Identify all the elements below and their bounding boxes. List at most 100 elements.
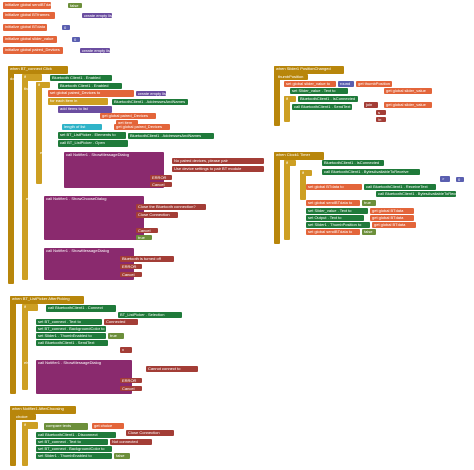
receive-text[interactable]: call BluetoothClient1 . ReceiveText — [364, 184, 436, 190]
choice-param[interactable]: choice — [14, 414, 36, 420]
global-BTframes-block[interactable]: initialize global BTframes — [3, 12, 55, 19]
global-paired_Devices-block[interactable]: initialize global paired_Devices — [3, 47, 63, 54]
show-message-dialog[interactable]: call Notifier1 . ShowMessageDialog — [36, 360, 132, 394]
get-btdata[interactable]: get global BTdata — [370, 215, 414, 221]
false-value[interactable]: false — [68, 3, 82, 8]
error-text[interactable]: ERROR — [150, 175, 172, 180]
show-choose-dialog[interactable]: call Notifier1 . ShowChooseDialog — [44, 196, 144, 240]
set-bg-color[interactable]: set BT_connect . BackgroundColor to — [36, 326, 106, 332]
create-empty-list[interactable]: create empty list — [136, 91, 168, 96]
set-output[interactable]: set Output . Text to — [306, 215, 364, 221]
cannot-connect[interactable]: Cannot connect to — [146, 366, 198, 372]
bytes-available[interactable]: call BluetoothClient1 . BytesAvailableTo… — [322, 169, 420, 175]
set-connect-text[interactable]: set BT_connect . Text to — [36, 439, 108, 445]
global-BTdata-block[interactable]: initialize global BTdata — [3, 24, 47, 31]
get-paired-devices[interactable]: get global paired_Devices — [100, 113, 156, 119]
error-text[interactable]: ERROR — [120, 264, 142, 269]
global-sendBTdata-block[interactable]: initialize global sendBTdata — [3, 2, 54, 9]
show-message-dialog-2[interactable]: call Notifier1 . ShowMessageDialog — [44, 248, 134, 280]
send-text[interactable]: call BluetoothClient1 . SendText — [292, 104, 352, 110]
compare-texts[interactable]: compare texts — [44, 423, 88, 430]
s-text[interactable]: s — [376, 110, 386, 115]
event-header[interactable]: when Clock1 Timer — [274, 152, 324, 160]
if-block[interactable]: if — [22, 422, 38, 429]
open-listpicker[interactable]: call BT_ListPicker . Open — [58, 140, 128, 147]
set-thumb[interactable]: set Slider1 . ThumbEnabled to — [36, 333, 106, 339]
global-slider_value-block[interactable]: initialize global slider_value — [3, 36, 57, 43]
cancel-text[interactable]: Cancel — [120, 272, 142, 277]
round[interactable]: round — [338, 81, 354, 87]
true-value[interactable]: true — [362, 200, 376, 206]
bt-enabled-getter[interactable]: Bluetooth Client1 . Enabled — [50, 75, 112, 81]
length-of-list[interactable]: length of list — [62, 124, 102, 130]
event-header[interactable]: when Notifier1 AfterChoosing — [10, 406, 76, 414]
set-listpicker-elements[interactable]: set BT_ListPicker . Elements to — [58, 132, 126, 139]
close-conn-msg[interactable]: Close the Bluetooth connection? — [136, 204, 206, 210]
set-sendbt[interactable]: set global sendBTdata to — [306, 200, 360, 206]
get-slider-value[interactable]: get global slider_value — [384, 102, 432, 108]
gt-op[interactable]: > — [440, 176, 450, 182]
if-block[interactable]: if — [22, 74, 42, 81]
get-choice[interactable]: get choice — [92, 423, 124, 429]
connected-text[interactable]: Connected — [104, 319, 138, 325]
if-block[interactable]: if — [284, 96, 296, 102]
event-header[interactable]: when Slider1 PositionChanged — [274, 66, 344, 74]
set-btdata[interactable]: set global BTdata to — [306, 184, 362, 190]
event-header[interactable]: when BT_ListPicker AfterPicking — [10, 296, 84, 304]
for-each-block[interactable]: for each item in — [48, 98, 108, 105]
close-conn-text[interactable]: Close Connection — [136, 212, 178, 218]
addresses-names[interactable]: BluetoothClient1 . AddressesAndNames — [128, 133, 214, 139]
get-item[interactable]: get item — [116, 120, 138, 125]
bt-addresses-getter[interactable]: BluetoothClient1 . AddressesAndNames — [112, 99, 188, 105]
close-conn-text[interactable]: Close Connection — [126, 430, 174, 436]
set-thumbposition[interactable]: set Slider1 . ThumbPosition to — [306, 222, 370, 228]
send-text[interactable]: call BluetoothClient1 . SendText — [36, 340, 108, 346]
cancel-text[interactable]: Cancel — [136, 228, 158, 233]
if2-block[interactable]: if — [300, 170, 312, 176]
cancel-text[interactable]: Cancel — [120, 386, 142, 391]
get-thumb[interactable]: get thumbPosition — [356, 81, 392, 87]
set-thumb[interactable]: set Slider1 . ThumbEnabled to — [36, 453, 112, 459]
zero-value[interactable]: 0 — [62, 25, 70, 30]
zero-value[interactable]: 0 — [72, 37, 80, 42]
bt-isconnected-getter[interactable]: Bluetooth Client1 . Enabled — [58, 83, 122, 89]
get-paired-devices[interactable]: get global paired_Devices — [114, 124, 170, 130]
get-btdata[interactable]: get global BTdata — [372, 222, 416, 228]
add-items-to-list[interactable]: add items to list — [58, 106, 112, 113]
set-connect-text[interactable]: set BT_connect . Text to — [36, 319, 102, 325]
create-empty-list[interactable]: create empty list — [82, 13, 114, 18]
bt-isconnected-getter[interactable]: BluetoothClient1 . IsConnected — [322, 160, 384, 166]
event-header[interactable]: when BT_connect Click — [8, 66, 68, 74]
if-block[interactable]: if — [284, 160, 296, 166]
x-text[interactable]: x — [120, 347, 132, 353]
true-value[interactable]: true — [136, 235, 152, 240]
thumbposition-param[interactable]: thumbPosition — [276, 74, 308, 80]
set-sendbt[interactable]: set global sendBTdata to — [306, 229, 360, 235]
join-block[interactable]: join — [364, 102, 378, 108]
selection-getter[interactable]: BT_ListPicker . Selection — [118, 312, 182, 318]
show-message-dialog[interactable]: call Notifier1 . ShowMessageDialog — [64, 152, 164, 188]
zero-value[interactable]: 0 — [456, 177, 464, 182]
bytes-available-2[interactable]: call BluetoothClient1 . BytesAvailableTo… — [376, 191, 463, 197]
msg-use-settings[interactable]: Use device settings to pair BT module — [172, 166, 264, 172]
connect-call[interactable]: call BluetoothClient1 . Connect — [46, 305, 116, 312]
disconnect-call[interactable]: call BluetoothClient1 . Disconnect — [36, 432, 116, 438]
not-connected-text[interactable]: Not connected — [110, 439, 152, 445]
false-value[interactable]: false — [114, 453, 130, 459]
set-slider-text[interactable]: set Slider_value . Text to — [290, 88, 348, 94]
if-block[interactable]: if — [22, 304, 38, 311]
error-text[interactable]: ERROR — [120, 378, 142, 383]
set-slider-value[interactable]: set global slider_value to — [284, 81, 336, 87]
set-bg-color[interactable]: set BT_connect . BackgroundColor to — [36, 446, 112, 452]
bt-isconnected-getter[interactable]: BluetoothClient1 . IsConnected — [298, 96, 358, 102]
true-value[interactable]: true — [108, 333, 124, 339]
set-slider-text[interactable]: set Slider_value . Text to — [306, 208, 368, 214]
false-value[interactable]: false — [362, 229, 376, 235]
set-paired-devices[interactable]: set global paired_Devices to — [48, 90, 134, 97]
cancel-text[interactable]: Cancel — [150, 182, 172, 187]
newline-text[interactable]: \n — [376, 117, 386, 122]
msg-no-paired[interactable]: No paired devices, please pair — [172, 158, 264, 164]
get-btdata[interactable]: get global BTdata — [370, 208, 414, 214]
bt-off-msg[interactable]: Bluetooth is turned off — [120, 256, 174, 262]
create-empty-list[interactable]: create empty list — [80, 48, 112, 53]
